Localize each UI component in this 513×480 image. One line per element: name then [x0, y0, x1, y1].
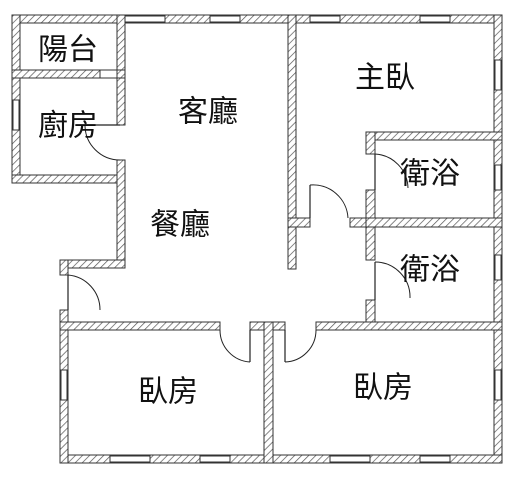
label-master-bedroom: 主臥 — [355, 61, 415, 96]
window-bottom-4 — [419, 455, 451, 463]
window-top-1 — [124, 15, 166, 23]
door-bedroom-2 — [284, 329, 317, 363]
window-bottom-3 — [329, 455, 371, 463]
wall-living-right — [287, 14, 297, 219]
window-left-2 — [60, 369, 68, 401]
window-right-4 — [494, 369, 502, 401]
label-balcony: 陽台 — [38, 33, 98, 68]
window-bottom-2 — [199, 455, 231, 463]
wall-bath-left — [365, 131, 376, 155]
door-balcony — [99, 69, 118, 79]
door-entrance — [67, 274, 101, 311]
window-right-3 — [494, 254, 502, 281]
wall-kitchen-right-lower — [116, 159, 126, 269]
wall-balcony-bottom — [11, 69, 126, 79]
wall-left-upper — [11, 14, 21, 184]
window-top-4 — [419, 15, 451, 23]
label-living-room: 客廳 — [178, 95, 238, 130]
window-right-1 — [494, 59, 502, 91]
wall-bedroom-divider — [263, 321, 274, 464]
wall-bedrooms-top — [59, 321, 221, 331]
label-bathroom-2: 衛浴 — [400, 253, 460, 288]
wall-master-bottom — [287, 217, 311, 228]
wall-kitchen-bottom — [11, 174, 126, 184]
wall-left-lower — [59, 259, 69, 276]
label-kitchen: 廚房 — [38, 109, 98, 144]
window-right-2 — [494, 164, 502, 191]
windows — [12, 15, 502, 463]
walls — [11, 14, 503, 464]
window-bottom-1 — [109, 455, 151, 463]
door-master — [309, 184, 349, 219]
window-top-2 — [209, 15, 241, 23]
doors — [67, 69, 411, 363]
wall-living-right-lower — [287, 226, 297, 270]
door-bath-2 — [374, 261, 411, 300]
door-kitchen — [84, 124, 121, 161]
label-bedroom-1: 臥房 — [138, 375, 198, 410]
label-bathroom-1: 衛浴 — [400, 157, 460, 192]
window-top-3 — [309, 15, 341, 23]
room-labels: 陽台 廚房 客廳 餐廳 主臥 衛浴 衛浴 臥房 臥房 — [38, 33, 460, 410]
label-dining-room: 餐廳 — [150, 208, 210, 243]
wall-bedrooms-top-3 — [315, 321, 503, 331]
wall-step — [59, 259, 126, 269]
window-left-1 — [12, 99, 20, 131]
label-bedroom-2: 臥房 — [353, 371, 413, 406]
door-bedroom-1 — [219, 329, 251, 363]
door-bath-1 — [374, 153, 409, 190]
wall-master-bath — [365, 131, 503, 141]
wall-bath-divider — [365, 217, 503, 228]
